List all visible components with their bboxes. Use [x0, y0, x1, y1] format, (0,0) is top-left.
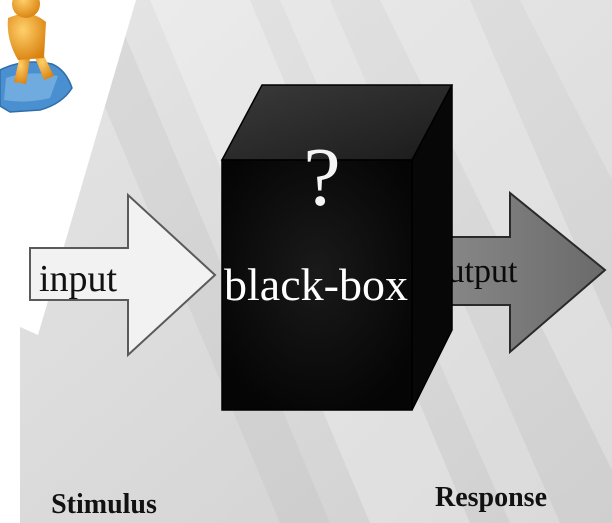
black-box-label: black-box — [224, 259, 408, 310]
question-mark: ? — [303, 131, 340, 224]
input-arrow — [29, 192, 217, 358]
black-box-cube — [220, 84, 454, 411]
cube-front — [221, 159, 413, 411]
input-label: input — [39, 258, 118, 300]
response-caption: Response — [435, 482, 547, 513]
stimulus-caption: Stimulus — [51, 489, 157, 520]
person-on-puzzle-icon — [0, 0, 73, 113]
